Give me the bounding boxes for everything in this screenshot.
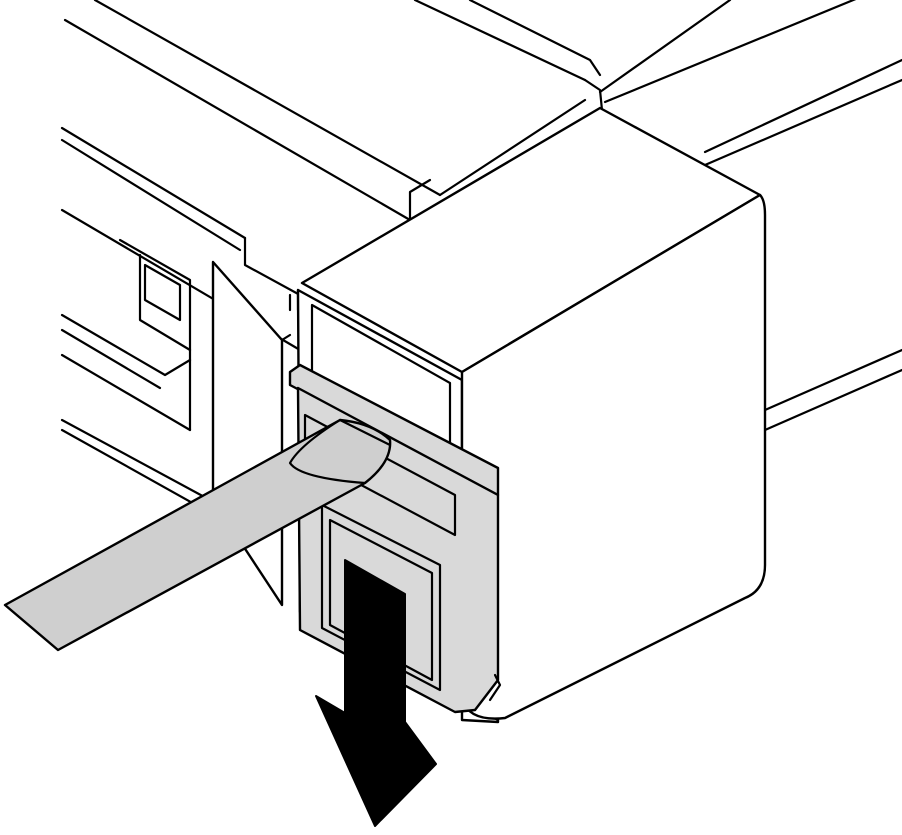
drive-bay-rails <box>63 0 902 432</box>
arrow-down-icon <box>315 559 437 827</box>
flathead-screwdriver-icon <box>3 418 392 652</box>
